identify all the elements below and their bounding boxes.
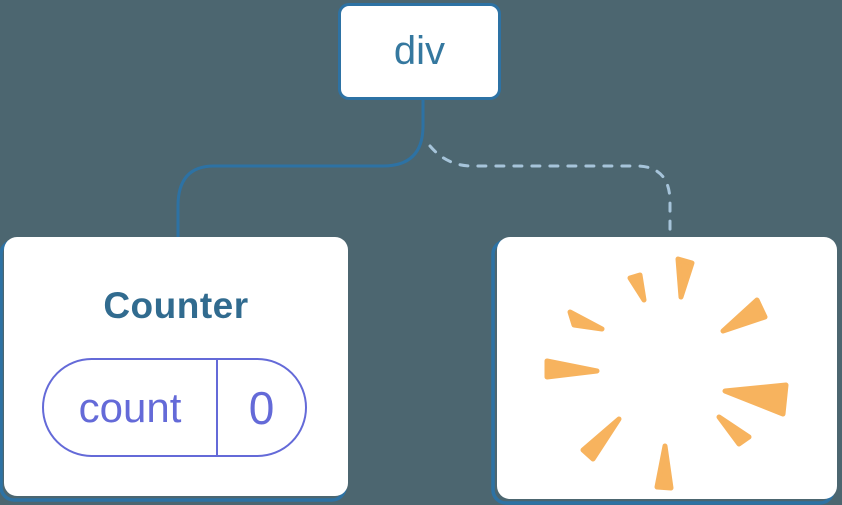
edge-dashed <box>428 144 672 239</box>
edge-solid <box>176 98 425 239</box>
poof-wedge <box>720 297 768 334</box>
state-pill: count 0 <box>42 358 307 457</box>
poof-wedge <box>580 416 622 462</box>
poof-wedge <box>654 443 674 491</box>
poof-wedge <box>567 309 605 332</box>
poof-wedge <box>716 414 752 447</box>
poof-burst-icon <box>544 256 789 491</box>
state-key-label: count <box>44 360 218 455</box>
counter-title: Counter <box>103 285 249 326</box>
removed-counter-node <box>497 237 837 499</box>
poof-wedge <box>675 256 695 300</box>
poof-wedge <box>627 272 647 303</box>
state-value: 0 <box>248 381 275 434</box>
poof-wedge <box>544 358 600 380</box>
poof-wedge <box>722 382 789 417</box>
counter-node: Counter count 0 <box>4 237 348 496</box>
root-div-node: div <box>338 3 501 100</box>
root-div-label: div <box>393 29 446 73</box>
